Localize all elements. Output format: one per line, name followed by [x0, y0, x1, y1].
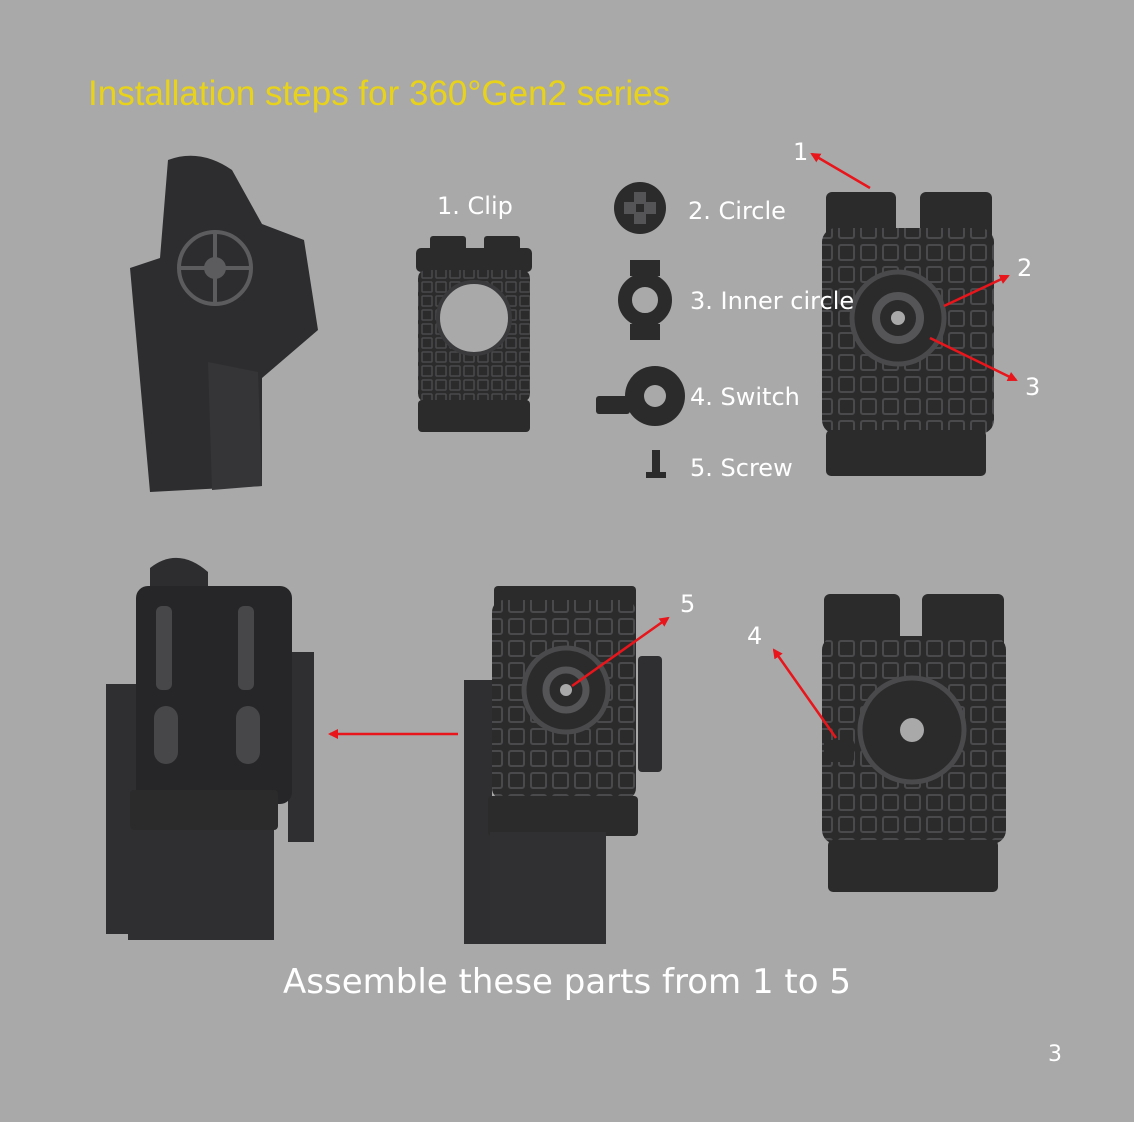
part-label-switch: 4. Switch — [690, 383, 800, 411]
assembly-caption: Assemble these parts from 1 to 5 — [283, 962, 851, 1002]
clip-icon — [416, 236, 532, 432]
part-label-inner-circle: 3. Inner circle — [690, 287, 855, 315]
callout-5: 5 — [680, 590, 696, 618]
part-label-circle: 2. Circle — [688, 197, 786, 225]
page-title: Installation steps for 360°Gen2 series — [88, 74, 671, 113]
clip-with-switch-icon — [822, 594, 1006, 892]
arrow-icon — [328, 152, 1018, 739]
holster-back-icon — [106, 557, 314, 940]
circle-icon — [614, 182, 666, 234]
assembled-clip-icon — [822, 192, 994, 476]
part-label-clip: 1. Clip — [437, 192, 513, 220]
callout-4: 4 — [747, 622, 763, 650]
screw-icon — [646, 450, 666, 478]
holster-side-icon — [130, 155, 318, 492]
holster-with-clip-icon — [464, 586, 662, 944]
page-number: 3 — [1048, 1042, 1062, 1067]
switch-icon — [596, 366, 685, 426]
callout-3: 3 — [1025, 373, 1041, 401]
inner-circle-icon — [618, 260, 672, 340]
callout-2: 2 — [1017, 254, 1033, 282]
callout-1: 1 — [793, 138, 809, 166]
part-label-screw: 5. Screw — [690, 454, 793, 482]
